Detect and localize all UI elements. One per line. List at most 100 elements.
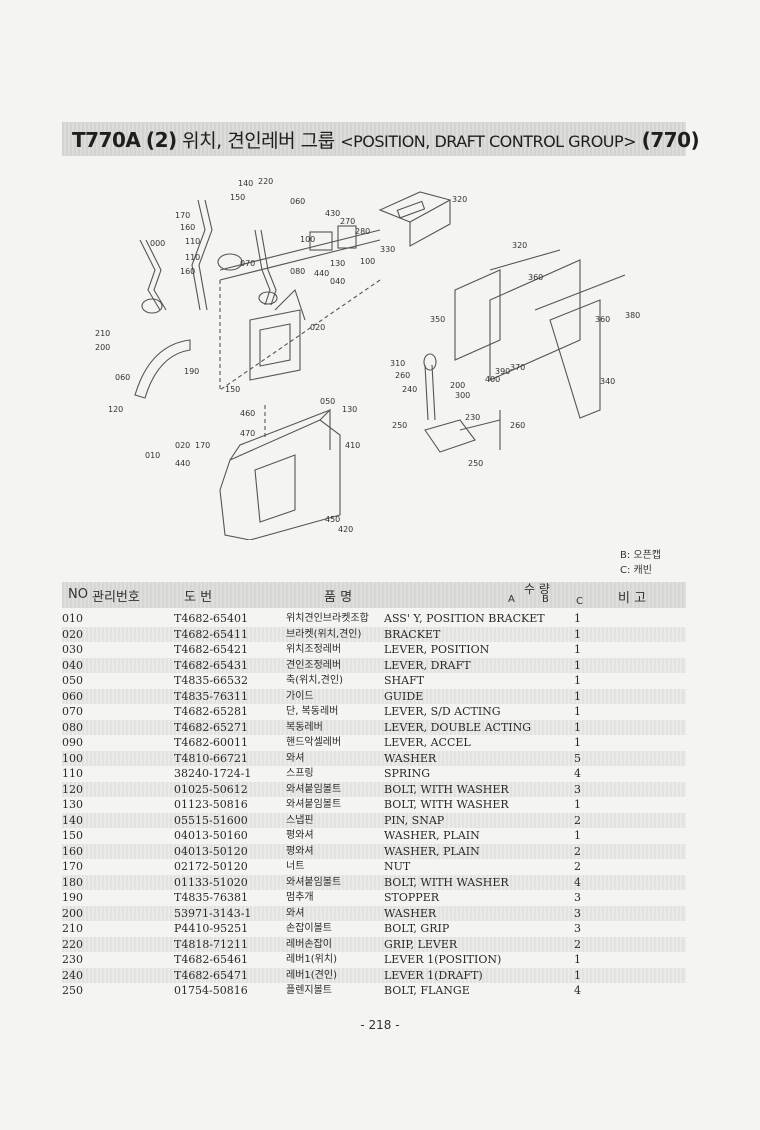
svg-text:470: 470 bbox=[240, 429, 255, 438]
svg-text:050: 050 bbox=[320, 397, 335, 406]
svg-text:300: 300 bbox=[455, 391, 470, 400]
svg-text:440: 440 bbox=[314, 269, 329, 278]
svg-text:020: 020 bbox=[175, 441, 190, 450]
svg-text:060: 060 bbox=[290, 197, 305, 206]
svg-text:130: 130 bbox=[330, 259, 345, 268]
svg-text:080: 080 bbox=[290, 267, 305, 276]
svg-text:380: 380 bbox=[625, 311, 640, 320]
svg-text:460: 460 bbox=[240, 409, 255, 418]
svg-text:350: 350 bbox=[430, 315, 445, 324]
svg-text:230: 230 bbox=[465, 413, 480, 422]
svg-text:160: 160 bbox=[180, 267, 195, 276]
svg-text:120: 120 bbox=[108, 405, 123, 414]
svg-text:370: 370 bbox=[510, 363, 525, 372]
svg-text:390: 390 bbox=[495, 367, 510, 376]
svg-text:270: 270 bbox=[340, 217, 355, 226]
svg-text:100: 100 bbox=[300, 235, 315, 244]
svg-text:150: 150 bbox=[230, 193, 245, 202]
svg-text:040: 040 bbox=[330, 277, 345, 286]
svg-text:250: 250 bbox=[392, 421, 407, 430]
header-drawing-no: 도 번 bbox=[184, 590, 213, 605]
header-qty-a: A bbox=[508, 594, 515, 605]
svg-text:430: 430 bbox=[325, 209, 340, 218]
group-code: (770) bbox=[641, 128, 700, 152]
svg-text:420: 420 bbox=[338, 525, 353, 534]
svg-text:200: 200 bbox=[95, 343, 110, 352]
svg-text:360: 360 bbox=[595, 315, 610, 324]
svg-text:280: 280 bbox=[355, 227, 370, 236]
svg-text:440: 440 bbox=[175, 459, 190, 468]
svg-text:320: 320 bbox=[512, 241, 527, 250]
svg-text:110: 110 bbox=[185, 253, 200, 262]
svg-text:250: 250 bbox=[468, 459, 483, 468]
svg-text:260: 260 bbox=[510, 421, 525, 430]
svg-text:070: 070 bbox=[240, 259, 255, 268]
svg-text:140: 140 bbox=[238, 179, 253, 188]
legend: B: 오픈캡 C: 캐빈 bbox=[620, 548, 661, 578]
svg-text:000: 000 bbox=[150, 239, 165, 248]
lever-shape bbox=[191, 199, 206, 311]
legend-open-cab: B: 오픈캡 bbox=[620, 550, 662, 561]
svg-text:130: 130 bbox=[342, 405, 357, 414]
header-quantity: 수 량 bbox=[524, 582, 550, 596]
section-number: (2) bbox=[145, 128, 177, 152]
svg-text:320: 320 bbox=[452, 195, 467, 204]
header-remarks: 비 고 bbox=[618, 591, 647, 606]
header-bar bbox=[62, 122, 686, 156]
svg-text:010: 010 bbox=[145, 451, 160, 460]
svg-text:170: 170 bbox=[195, 441, 210, 450]
header-qty-b: B bbox=[542, 594, 549, 605]
header-mgmt-no: 관리번호 bbox=[92, 590, 140, 605]
svg-text:330: 330 bbox=[380, 245, 395, 254]
page-title: T770A (2) 위치, 견인레버 그룹 <POSITION, DRAFT C… bbox=[72, 126, 700, 153]
model-code: T770A bbox=[72, 128, 141, 152]
svg-text:110: 110 bbox=[185, 237, 200, 246]
svg-text:260: 260 bbox=[395, 371, 410, 380]
svg-text:060: 060 bbox=[115, 373, 130, 382]
svg-text:150: 150 bbox=[225, 385, 240, 394]
svg-text:450: 450 bbox=[325, 515, 340, 524]
header-qty-c: C bbox=[576, 596, 583, 607]
header-part-name: 품 명 bbox=[324, 590, 353, 605]
legend-cabin: C: 캐빈 bbox=[620, 565, 652, 576]
title-korean: 위치, 견인레버 그룹 bbox=[182, 130, 335, 152]
svg-text:220: 220 bbox=[258, 177, 273, 186]
svg-text:400: 400 bbox=[485, 375, 500, 384]
svg-text:360: 360 bbox=[528, 273, 543, 282]
svg-text:210: 210 bbox=[95, 329, 110, 338]
svg-text:190: 190 bbox=[184, 367, 199, 376]
svg-text:020: 020 bbox=[310, 323, 325, 332]
svg-text:340: 340 bbox=[600, 377, 615, 386]
svg-text:310: 310 bbox=[390, 359, 405, 368]
title-english: <POSITION, DRAFT CONTROL GROUP> bbox=[340, 132, 637, 151]
svg-text:100: 100 bbox=[360, 257, 375, 266]
header-no: NO bbox=[68, 587, 88, 602]
